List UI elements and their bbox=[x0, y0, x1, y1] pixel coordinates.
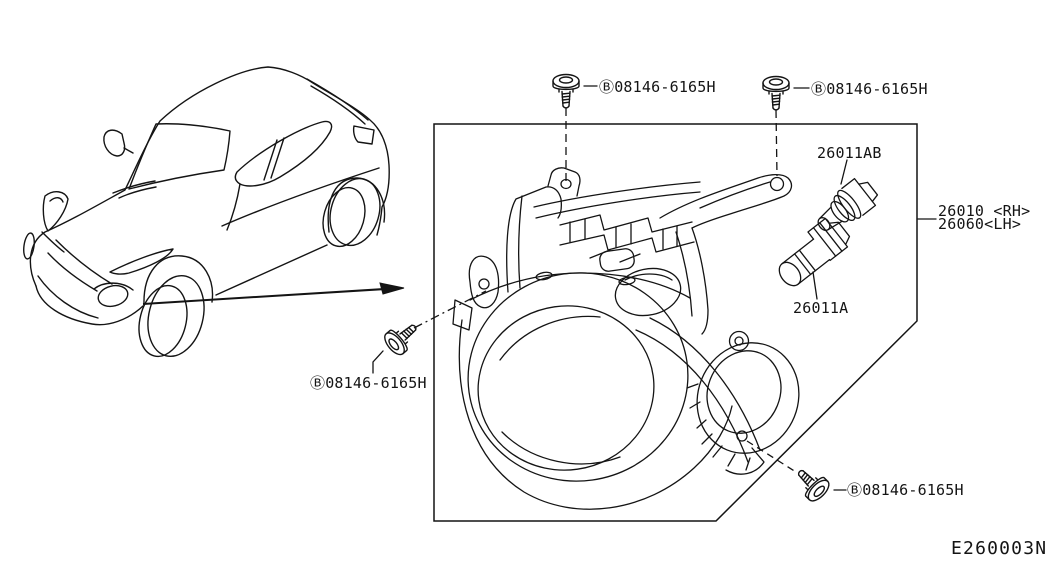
socket-label: 26011A bbox=[793, 301, 848, 316]
bolt-left-label: Ⓑ08146-6165H bbox=[310, 376, 427, 391]
socket-part-number: 26011A bbox=[793, 299, 849, 317]
arrowhead-icon bbox=[379, 282, 405, 295]
parts-box-outline bbox=[433, 123, 918, 522]
bulb-part-number: 26011AB bbox=[817, 144, 882, 162]
headlamp-assembly-drawing bbox=[452, 167, 800, 510]
leader-bulb bbox=[840, 159, 848, 185]
car-illustration bbox=[23, 66, 390, 358]
circled-b-icon: Ⓑ bbox=[811, 80, 827, 98]
bolt-left-icon bbox=[380, 315, 425, 359]
dashdot-leader-left bbox=[413, 290, 487, 329]
bolt-top-left-label: Ⓑ08146-6165H bbox=[599, 80, 716, 95]
assembly-lh-number: 26060<LH> bbox=[938, 215, 1022, 233]
bolt-part-number: 08146-6165H bbox=[614, 78, 716, 96]
leader-socket bbox=[812, 271, 818, 300]
dashed-leader-top-right bbox=[775, 109, 778, 177]
dashed-leader-lines bbox=[413, 108, 797, 473]
dashed-leader-bottom bbox=[746, 440, 797, 473]
assembly-rh-number: 26010 <RH> bbox=[938, 202, 1031, 220]
bolt-bottom-icon bbox=[789, 461, 834, 506]
circled-b-icon: Ⓑ bbox=[599, 78, 615, 96]
circled-b-icon: Ⓑ bbox=[310, 374, 326, 392]
bolt-part-number: 08146-6165H bbox=[325, 374, 427, 392]
diagram-code: E260003N bbox=[951, 538, 1045, 559]
bolt-bottom-label: Ⓑ08146-6165H bbox=[847, 483, 964, 498]
bulb-label: 26011AB bbox=[817, 146, 882, 161]
leader-lines bbox=[372, 85, 937, 491]
pointer-arrow bbox=[142, 282, 405, 305]
circled-b-icon: Ⓑ bbox=[847, 481, 863, 499]
socket-26011a-drawing bbox=[778, 217, 851, 287]
bulb-26011ab-drawing bbox=[817, 177, 879, 231]
bolt-part-number: 08146-6165H bbox=[826, 80, 928, 98]
bolt-top-right-label: Ⓑ08146-6165H bbox=[811, 82, 928, 97]
headlamp-assembly-label: 26010 <RH> 26060<LH> bbox=[938, 202, 1031, 233]
bolt-top-right-icon bbox=[762, 75, 790, 111]
lower-bolt-boss bbox=[736, 430, 748, 442]
bolt-part-number: 08146-6165H bbox=[862, 481, 964, 499]
leader-bolt-left bbox=[372, 350, 384, 374]
bolt-top-left-icon bbox=[552, 73, 580, 109]
